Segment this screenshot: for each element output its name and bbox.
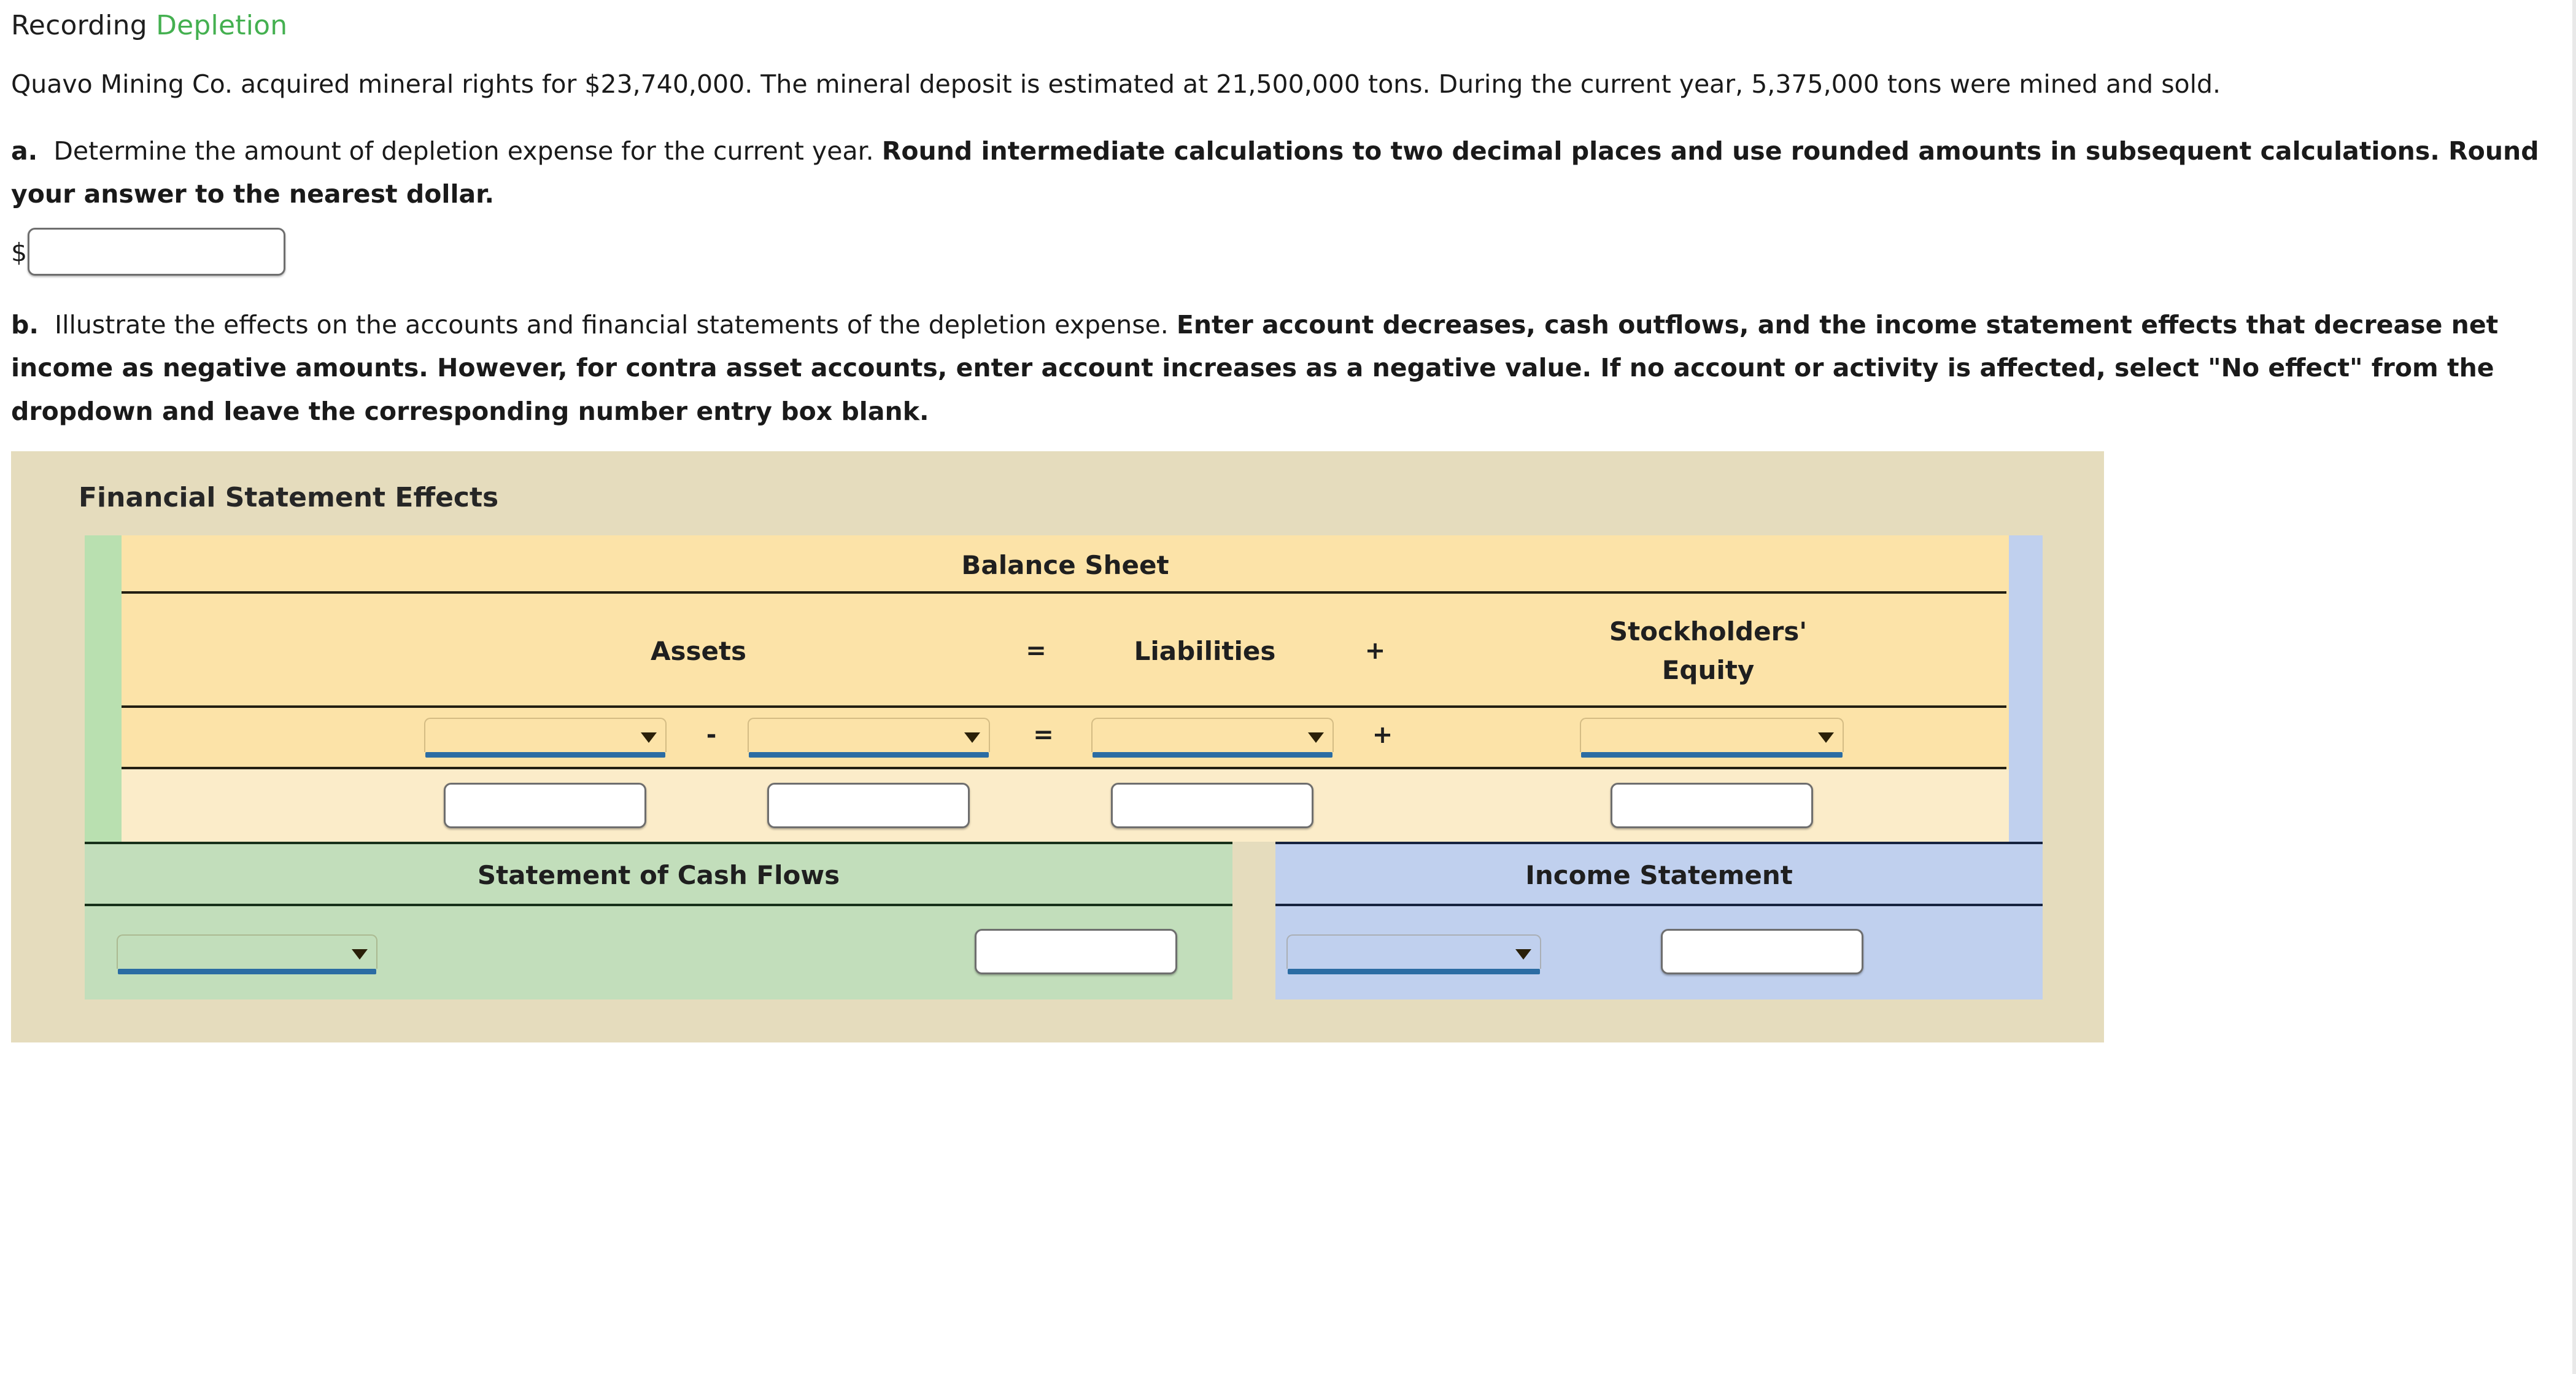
income-statement-dropdown-underline [1288, 969, 1540, 975]
income-statement-amount-input[interactable] [1661, 929, 1863, 975]
cash-flow-amount-input[interactable] [975, 929, 1177, 975]
statement-of-cash-flows-row [85, 906, 1232, 981]
page-title-prefix: Recording [11, 10, 157, 41]
minus-operator: - [706, 721, 717, 750]
balance-sheet-bottom-rule-wrap [122, 767, 2009, 770]
income-statement-area: Income Statement [1275, 842, 2043, 1000]
balance-sheet-mid-rule-wrap [122, 705, 2009, 708]
assets-column-header: Assets [650, 635, 747, 666]
scf-top-rule [85, 842, 1232, 845]
balance-sheet-top-rule [122, 591, 2006, 594]
income-statement-account-dropdown[interactable] [1286, 934, 1541, 975]
plus-operator-header: + [1364, 637, 1386, 666]
stockholders-equity-account-dropdown[interactable] [1580, 718, 1844, 758]
liabilities-select-cell [1074, 718, 1350, 758]
fse-table: Balance Sheet Assets = Liabilities + Sto… [85, 535, 2043, 1000]
stockholders-equity-amount-input[interactable] [1611, 783, 1813, 829]
stockholders-equity-header-line2: Equity [1661, 655, 1755, 686]
asset-2-dropdown-underline [748, 752, 989, 758]
asset-1-dropdown-underline [425, 752, 665, 758]
scf-mid-rule [85, 904, 1232, 907]
income-statement-row [1275, 906, 2043, 981]
equals-operator: = [1033, 721, 1054, 750]
balance-sheet-amount-row [122, 769, 2009, 842]
statements-gap [1232, 842, 1275, 1000]
balance-sheet-mid-rule [122, 705, 2006, 708]
part-a-text: Determine the amount of depletion expens… [53, 136, 874, 166]
part-a-label: a. [11, 136, 38, 166]
fse-panel-title: Financial Statement Effects [79, 482, 499, 514]
page-content: Recording Depletion Quavo Mining Co. acq… [11, 0, 2565, 1043]
page-title-topic: Depletion [156, 10, 288, 41]
is-select-cell [1275, 934, 1618, 975]
cash-flow-color-strip [85, 535, 122, 842]
part-b-bold-text: Enter account decreases, cash outflows, … [11, 309, 2499, 426]
balance-sheet-block: Balance Sheet Assets = Liabilities + Sto… [85, 535, 2043, 842]
liabilities-dropdown-underline [1092, 752, 1332, 758]
depletion-expense-input[interactable] [28, 227, 286, 276]
asset-1-amount-input[interactable] [444, 783, 646, 829]
liabilities-amount-input[interactable] [1111, 783, 1313, 829]
stockholders-equity-amount-cell [1415, 783, 2009, 829]
balance-sheet-title: Balance Sheet [961, 550, 1169, 581]
financial-statement-effects-panel: Financial Statement Effects Balance Shee… [11, 451, 2104, 1043]
statement-of-cash-flows-title: Statement of Cash Flows [477, 860, 840, 891]
stockholders-equity-dropdown-underline [1581, 752, 1843, 758]
asset-2-select-cell [724, 718, 1013, 758]
liabilities-column-header: Liabilities [1134, 635, 1276, 666]
page-right-edge [2572, 0, 2576, 1374]
bottom-statements-block: Statement of Cash Flows [85, 842, 2043, 1000]
income-statement-color-strip [2009, 535, 2043, 842]
balance-sheet-area: Balance Sheet Assets = Liabilities + Sto… [122, 535, 2009, 842]
dollar-sign-label: $ [11, 238, 28, 268]
equals-operator-header: = [1026, 637, 1046, 666]
stockholders-equity-column-header: Stockholders' Equity [1407, 612, 2009, 689]
plus-operator: + [1372, 721, 1393, 750]
part-a-answer-row: $ [11, 223, 2565, 280]
part-b-text: Illustrate the effects on the accounts a… [55, 309, 1169, 340]
liabilities-amount-cell [1074, 783, 1350, 829]
scf-select-cell [85, 934, 460, 975]
scf-amount-cell [975, 929, 1232, 975]
stockholders-equity-header-line1: Stockholders' [1609, 616, 1808, 647]
part-b-instructions: b. Illustrate the effects on the account… [11, 303, 2546, 433]
statement-of-cash-flows-area: Statement of Cash Flows [85, 842, 1232, 1000]
asset-1-account-dropdown[interactable] [424, 718, 667, 758]
balance-sheet-bottom-rule [122, 767, 2006, 770]
cash-flow-activity-dropdown[interactable] [117, 934, 377, 975]
is-top-rule [1275, 842, 2043, 845]
asset-2-amount-input[interactable] [767, 783, 970, 829]
cash-flow-dropdown-underline [118, 969, 376, 975]
asset-2-amount-cell [724, 783, 1013, 829]
part-a-bold-text: Round intermediate calculations to two d… [11, 136, 2539, 209]
asset-1-amount-cell [392, 783, 698, 829]
liabilities-account-dropdown[interactable] [1091, 718, 1334, 758]
is-mid-rule [1275, 904, 2043, 907]
problem-scenario: Quavo Mining Co. acquired mineral rights… [11, 69, 2221, 99]
stockholders-equity-select-cell [1415, 718, 2009, 758]
page-title: Recording Depletion [11, 0, 2565, 39]
part-b-label: b. [11, 309, 39, 340]
balance-sheet-select-row: - = [122, 708, 2009, 767]
balance-sheet-top-rule-wrap [122, 591, 2009, 594]
balance-sheet-header-row: Assets = Liabilities + Stockholders' Equ… [122, 594, 2009, 705]
is-amount-cell [1661, 929, 1919, 975]
asset-1-select-cell [392, 718, 698, 758]
part-a-instructions: a. Determine the amount of depletion exp… [11, 130, 2546, 216]
income-statement-title: Income Statement [1525, 860, 1793, 891]
asset-2-account-dropdown[interactable] [747, 718, 990, 758]
